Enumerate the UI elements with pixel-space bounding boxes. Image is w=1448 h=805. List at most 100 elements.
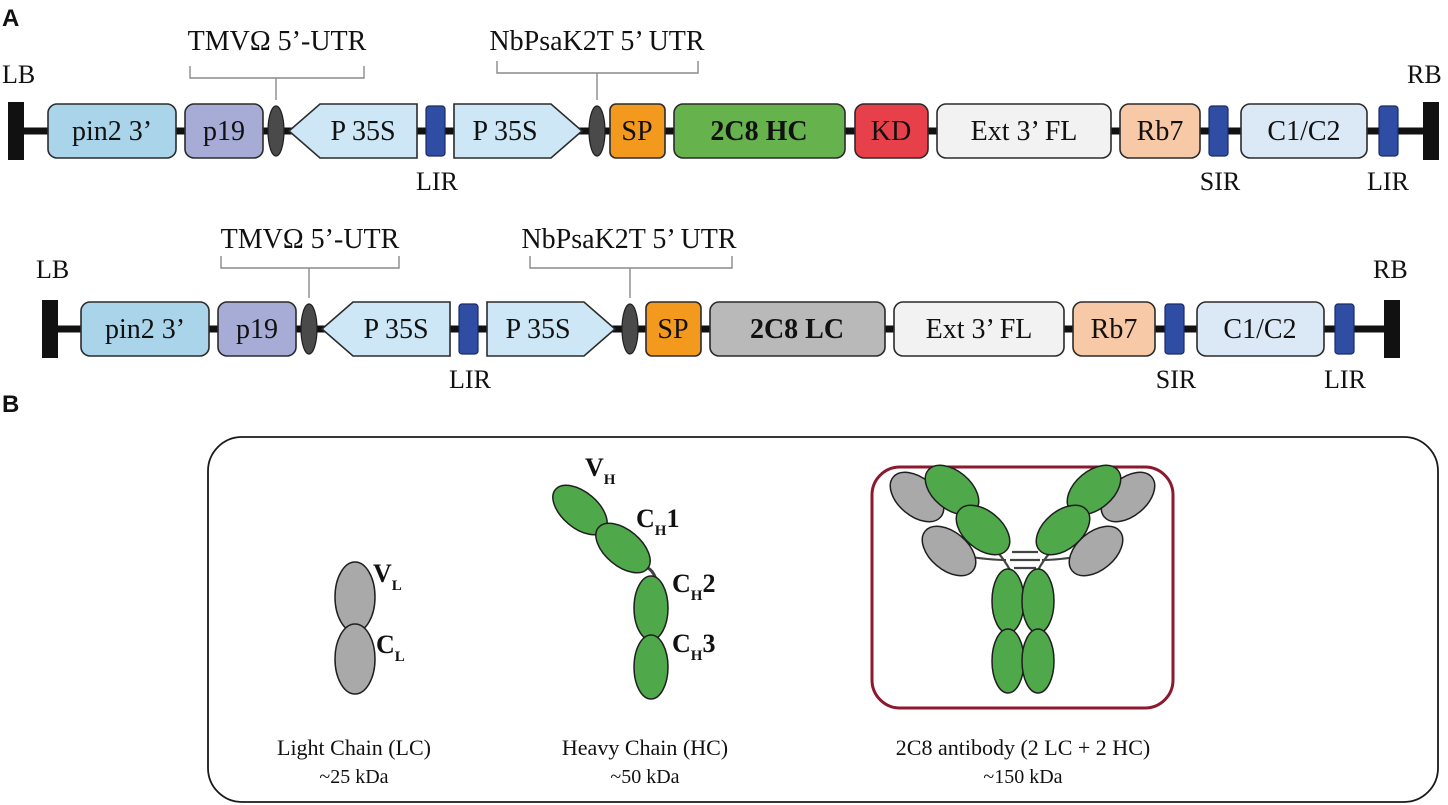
light-chain-mass: ~25 kDa — [319, 766, 388, 788]
signal-peptide — [645, 301, 702, 357]
ext-terminator — [893, 301, 1065, 357]
p35s-reverse-label: P 35S — [330, 116, 395, 147]
utr-oval-left — [300, 303, 318, 355]
left-ch1-domain — [955, 504, 1011, 556]
p35s-reverse-promoter — [287, 103, 418, 159]
utr-oval-right — [588, 105, 606, 157]
ch2-domain — [633, 575, 669, 641]
utr-right-label: NbPsaK2T 5’ UTR — [521, 224, 737, 255]
left-ch2-domain — [991, 568, 1025, 634]
lc-gene — [709, 301, 886, 357]
sp-label: SP — [657, 314, 688, 345]
c1c2-label: C1/C2 — [1223, 314, 1296, 345]
right-ch3-domain — [1021, 628, 1055, 694]
rb7-mar — [1072, 301, 1156, 357]
panel-label-b: B — [2, 391, 19, 418]
lir-1-label: LIR — [449, 365, 492, 394]
heavy-chain-mass: ~50 kDa — [610, 766, 679, 788]
p19-gene — [217, 301, 297, 357]
kd-label: KD — [871, 116, 911, 147]
signal-peptide — [609, 103, 666, 159]
lir-2-label: LIR — [1367, 167, 1410, 196]
construct-lc: LB RB TMVΩ 5’-UTR NbPsaK2T 5’ UTR pin2 3… — [36, 224, 1408, 394]
lb-label: LB — [2, 60, 35, 89]
left-border-bar — [42, 300, 58, 358]
c1c2-element — [1196, 301, 1325, 357]
utr-oval-left — [267, 105, 285, 157]
right-border-bar — [1423, 102, 1439, 160]
ch3-label: CH3 — [672, 629, 715, 664]
light-chain-title: Light Chain (LC) — [277, 735, 431, 760]
p19-label: p19 — [236, 314, 278, 345]
pin2-label: pin2 3’ — [105, 314, 185, 345]
panel-label-a: A — [2, 5, 19, 32]
right-ch2-domain — [1021, 568, 1055, 634]
antibody-panel-frame — [207, 436, 1439, 803]
pin2-label: pin2 3’ — [72, 116, 152, 147]
antibody-highlight-box — [870, 465, 1175, 710]
ch1-label: CH1 — [636, 504, 679, 539]
utr-left-bracket — [189, 66, 365, 100]
p19-gene — [184, 103, 264, 159]
vh-label: VH — [585, 453, 616, 488]
utr-right-bracket — [529, 256, 733, 298]
cl-domain — [334, 623, 376, 695]
p35s-forward-promoter — [453, 103, 584, 159]
construct-hc: LB RB TMVΩ 5’-UTR NbPsaK2T 5’ UTR pin2 3… — [2, 26, 1442, 196]
rb7-label: Rb7 — [1137, 116, 1184, 147]
heavy-chain-diagram: VH CH1 CH2 CH3 Heavy Chain (HC) ~50 kDa — [552, 453, 728, 788]
utr-right-label: NbPsaK2T 5’ UTR — [489, 26, 705, 57]
ext-label: Ext 3’ FL — [971, 116, 1078, 147]
rb7-mar — [1119, 103, 1201, 159]
hc-gene — [673, 103, 846, 159]
rb-label: RB — [1407, 60, 1442, 89]
lir-2-element — [1378, 105, 1399, 157]
ch1-domain — [595, 522, 651, 574]
p35s-reverse-label: P 35S — [363, 314, 428, 345]
p35s-forward-promoter — [486, 301, 617, 357]
sp-label: SP — [621, 116, 652, 147]
lir-2-element — [1334, 303, 1355, 355]
p35s-forward-label: P 35S — [505, 314, 570, 345]
right-ch1-domain — [1035, 504, 1091, 556]
utr-right-bracket — [496, 61, 699, 100]
c1c2-label: C1/C2 — [1267, 116, 1340, 147]
rb-label: RB — [1373, 255, 1408, 284]
antibody-title: 2C8 antibody (2 LC + 2 HC) — [896, 735, 1150, 760]
lir-2-label: LIR — [1324, 365, 1367, 394]
ext-terminator — [936, 103, 1112, 159]
utr-left-label: TMVΩ 5’-UTR — [188, 26, 367, 57]
antibody-mass: ~150 kDa — [983, 766, 1062, 788]
vl-domain — [334, 561, 376, 633]
left-cl-domain — [921, 525, 977, 577]
p19-label: p19 — [203, 116, 245, 147]
utr-left-bracket — [220, 256, 400, 298]
pin2-terminator — [47, 103, 177, 159]
sir-element — [1164, 303, 1185, 355]
sir-label: SIR — [1200, 167, 1241, 196]
sir-label: SIR — [1156, 365, 1197, 394]
lir-1-element — [425, 105, 446, 157]
cl-label: CL — [376, 630, 405, 665]
p35s-reverse-promoter — [320, 301, 451, 357]
ext-label: Ext 3’ FL — [926, 314, 1033, 345]
lb-label: LB — [36, 255, 69, 284]
utr-left-label: TMVΩ 5’-UTR — [221, 224, 400, 255]
left-border-bar — [8, 102, 24, 160]
sir-element — [1208, 105, 1229, 157]
p35s-forward-label: P 35S — [472, 116, 537, 147]
lir-1-label: LIR — [416, 167, 459, 196]
kdel-tag — [854, 103, 929, 159]
right-border-bar — [1384, 300, 1400, 358]
hc-gene-label: 2C8 HC — [710, 116, 807, 147]
vl-label: VL — [373, 559, 402, 594]
full-antibody-diagram: 2C8 antibody (2 LC + 2 HC) ~150 kDa — [870, 464, 1175, 788]
c1c2-element — [1240, 103, 1368, 159]
ch2-label: CH2 — [672, 569, 715, 604]
ch3-domain — [633, 634, 669, 700]
utr-oval-right — [621, 303, 639, 355]
rb7-label: Rb7 — [1091, 314, 1138, 345]
lc-gene-label: 2C8 LC — [750, 314, 844, 345]
left-ch3-domain — [991, 628, 1025, 694]
